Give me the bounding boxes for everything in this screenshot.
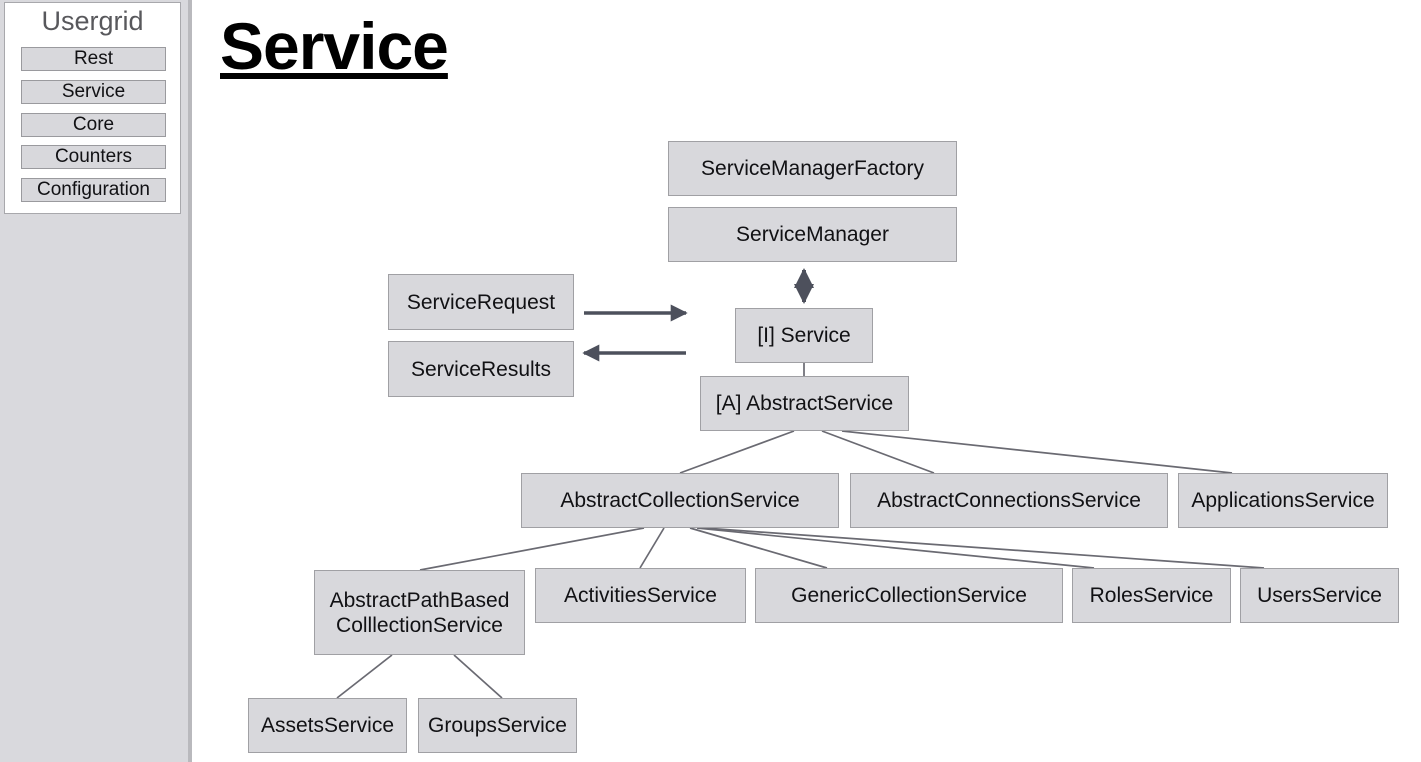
connector-abstract-service-to-abstract-connections-service	[821, 430, 935, 474]
node-abstract-service[interactable]: [A] AbstractService	[700, 376, 909, 431]
node-service-manager-factory[interactable]: ServiceManagerFactory	[668, 141, 957, 196]
connector-apbcs-to-groups-service	[453, 654, 503, 699]
connector-acs-to-users-service	[703, 527, 1265, 569]
sidebar-item-core[interactable]: Core	[21, 113, 166, 137]
diagram-connectors	[336, 268, 1265, 699]
sidebar-card: Usergrid Rest Service Core Counters Conf…	[4, 2, 181, 214]
node-service-interface[interactable]: [I] Service	[735, 308, 873, 363]
main-canvas: Service	[192, 0, 1421, 762]
connector-abstract-service-to-applications-service	[841, 430, 1233, 474]
sidebar-item-configuration[interactable]: Configuration	[21, 178, 166, 202]
connector-acs-to-generic-collection-service	[689, 527, 828, 569]
sidebar-item-rest[interactable]: Rest	[21, 47, 166, 71]
connector-apbcs-to-assets-service	[336, 654, 393, 699]
node-applications-service[interactable]: ApplicationsService	[1178, 473, 1388, 528]
node-groups-service[interactable]: GroupsService	[418, 698, 577, 753]
page-title: Service	[220, 9, 449, 83]
sidebar-item-counters[interactable]: Counters	[21, 145, 166, 169]
sidebar-title: Usergrid	[41, 6, 144, 36]
node-abstract-path-based-collection-service[interactable]: AbstractPathBased ColllectionService	[314, 570, 525, 655]
sidebar-divider	[188, 0, 192, 762]
node-abstract-collection-service[interactable]: AbstractCollectionService	[521, 473, 839, 528]
node-service-results[interactable]: ServiceResults	[388, 341, 574, 397]
sidebar-item-service[interactable]: Service	[21, 80, 166, 104]
node-assets-service[interactable]: AssetsService	[248, 698, 407, 753]
connector-acs-to-roles-service	[696, 527, 1095, 569]
sidebar: Usergrid Rest Service Core Counters Conf…	[0, 0, 192, 762]
node-users-service[interactable]: UsersService	[1240, 568, 1399, 623]
connector-abstract-service-to-abstract-collection-service	[679, 430, 795, 474]
connector-acs-to-activities-service	[639, 527, 665, 569]
node-roles-service[interactable]: RolesService	[1072, 568, 1231, 623]
node-abstract-connections-service[interactable]: AbstractConnectionsService	[850, 473, 1168, 528]
node-activities-service[interactable]: ActivitiesService	[535, 568, 746, 623]
connector-acs-to-abstract-path-based	[419, 527, 645, 571]
node-generic-collection-service[interactable]: GenericCollectionService	[755, 568, 1063, 623]
node-service-request[interactable]: ServiceRequest	[388, 274, 574, 330]
node-service-manager[interactable]: ServiceManager	[668, 207, 957, 262]
